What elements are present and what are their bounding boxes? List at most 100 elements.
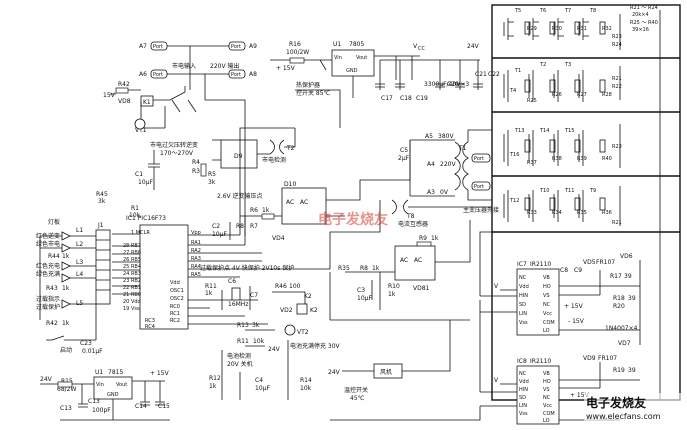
label-r15-val: 68/2W [57, 386, 76, 393]
label-r14: R14 [300, 377, 312, 384]
pin-1: 1 MCLR [131, 230, 150, 236]
resistor-r16 [289, 57, 305, 64]
port-t1-a [471, 153, 491, 163]
watermark-corner: 电子发烧友 www.elecfans.com [584, 393, 684, 427]
label-xtal: 16MHz [228, 301, 248, 308]
gate-driver-ic8: IC8 IR2110 NC Vdd HIN SD LIN Vss VB HO V… [480, 355, 640, 425]
label-mains-detect: 市电检测 [262, 156, 286, 164]
label-port-a6: Port [153, 72, 163, 78]
label-r8b-val: 1k [372, 265, 380, 272]
pin-rc0: RC0 [170, 304, 180, 310]
label-vd81-ac2: AC [414, 257, 422, 264]
ic8-pin-hin: HIN [519, 387, 528, 393]
pin-rc2: RC2 [170, 318, 180, 324]
pin-rc1: RC1 [170, 311, 180, 317]
label-r17: R17 [610, 273, 622, 280]
label-r15: R15 [61, 378, 73, 385]
label-r20: R20 [613, 303, 625, 310]
transformer-t1: A5 380V A4 220V A3 0V C5 2μF T1 Port Por… [398, 129, 499, 214]
ic7-pin-lo: LO [543, 328, 550, 334]
port-t1-b [471, 181, 491, 191]
label-l1: L1 [76, 227, 83, 234]
label-c6: C6 [228, 278, 236, 285]
label-mains-range-val: 170～270V [160, 150, 194, 157]
label-r45: R45 [96, 191, 108, 198]
mosfet-t8: T8 [589, 8, 596, 14]
label-output-220: 220V 输出 [210, 62, 239, 70]
label-c17: C17 [381, 95, 393, 102]
label-port-a7: Port [153, 44, 163, 50]
mains-ports: A7 Port Port A9 A6 Port Port A8 市电输入 220… [139, 41, 257, 100]
pin-24: 24 RB3 [123, 271, 141, 277]
ic8-pin-sd: SD [519, 395, 526, 401]
pin-osc1: OSC1 [170, 288, 184, 294]
label-c3: C3 [357, 287, 365, 294]
label-r12-val: 1k [209, 383, 217, 390]
label-c14: C14 [135, 403, 147, 410]
ic7-pin-vcc: Vcc [543, 311, 552, 317]
label-vcc-ic7: V [494, 283, 499, 290]
label-r42b: R42 [46, 320, 58, 327]
label-u1b-part: 7815 [108, 369, 123, 376]
ic7-pin-lin: LIN [519, 311, 527, 317]
label-a8: A8 [249, 71, 257, 78]
label-c20: C20 [447, 81, 459, 88]
ic8-pin-vs: VS [543, 387, 550, 393]
opamp-vd81 [394, 245, 436, 281]
label-r45-val: 3k [98, 198, 106, 205]
j1-led-board: J1 灯板 红色逆变 绿色市电 红色充电 绿色充满 过载指示 过载保护 L1 L… [36, 218, 111, 355]
label-current-tf: 电流互感器 [398, 220, 428, 228]
ic8-pin-ho: HO [543, 379, 551, 385]
watermark-center: 电子发烧友 [318, 211, 388, 228]
ic8-pin-nc-r: NC [543, 395, 551, 401]
pin-27: 27 RB6 [123, 250, 141, 256]
res-r29: R29 [527, 26, 537, 32]
label-port-a8: Port [231, 72, 241, 78]
label-a3-val: 0V [440, 189, 449, 196]
label-main-tf-out: 主变压器外接 [463, 206, 499, 214]
label-c18: C18 [400, 95, 412, 102]
ic8-pin-nc: NC [519, 371, 527, 377]
regulator-u1-7815: 24V R15 68/2W U1 7815 Vin Vout GND + 15V… [40, 369, 170, 421]
ic7-pin-vb: VB [543, 275, 550, 281]
label-c23: C23 [80, 340, 92, 347]
label-24v-b: 24V [268, 346, 281, 353]
label-p15v-ic8: + 15V [570, 392, 590, 399]
connector-j1 [95, 229, 111, 305]
label-vin: Vin [334, 55, 342, 61]
watermark-text-center: 电子发烧友 [318, 211, 388, 228]
pin-ra3: RA3 [191, 256, 201, 262]
transistor-vt1 [134, 118, 146, 130]
label-a7: A7 [139, 43, 147, 50]
pin-ra1: RA1 [191, 240, 201, 246]
label-r42: R42 [118, 81, 130, 88]
label-c13-val: 100pF [92, 407, 111, 414]
ic7-pin-vss: Vss [519, 320, 528, 326]
res-r34: R34 [552, 210, 562, 216]
label-24v: 24V [467, 43, 480, 50]
mosfet-t4: T4 [509, 88, 516, 94]
res-r22-mid: R22 [612, 84, 622, 90]
label-j1: J1 [97, 222, 104, 229]
label-r21-24: R21 ～ R24 [630, 5, 658, 11]
label-c15: C15 [158, 403, 170, 410]
label-c4: C4 [255, 377, 263, 384]
mosfet-t14: T14 [539, 128, 549, 134]
label-l3: L3 [76, 259, 83, 266]
mosfet-t2: T2 [539, 62, 546, 68]
crystal [231, 287, 241, 301]
label-r43-val: 1k [62, 285, 70, 292]
label-vd2: VD2 [280, 307, 293, 314]
label-r1: R1 [131, 205, 139, 212]
label-l2: L2 [76, 241, 83, 248]
label-r18: R18 [613, 295, 625, 302]
label-vd9: VD9 [583, 355, 596, 362]
label-temp45: 45℃ [350, 395, 365, 402]
label-l4: L4 [76, 271, 83, 278]
label-r3: R3 [192, 168, 200, 175]
ic7-pin-com: COM [543, 320, 555, 326]
ic7-pin-vdd: Vdd [519, 284, 529, 290]
mosfet-t9: T9 [589, 188, 596, 194]
label-vd6: VD6 [620, 253, 633, 260]
